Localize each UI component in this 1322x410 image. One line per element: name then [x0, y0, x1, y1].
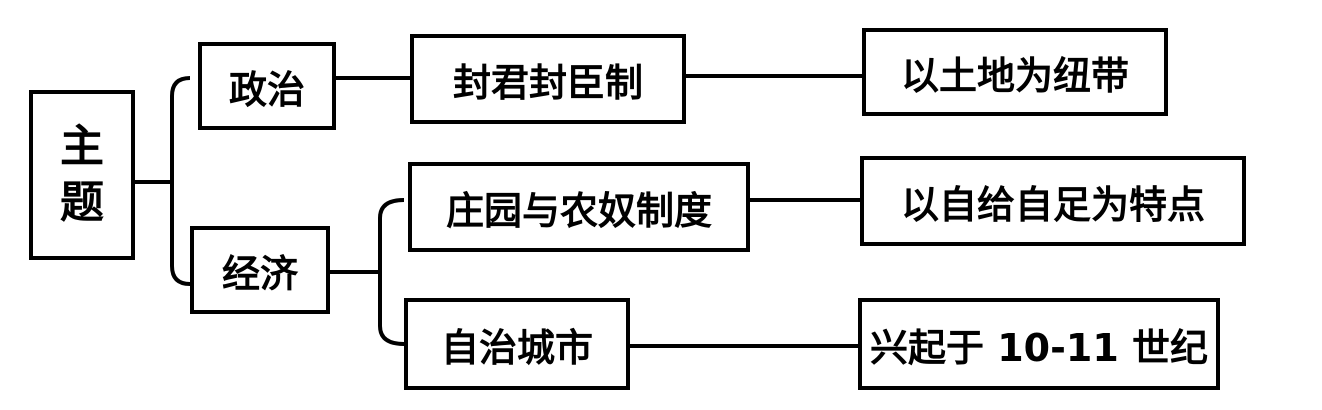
node-autonomous-city-label: 自治城市	[440, 325, 593, 370]
root-node: 主题	[29, 90, 135, 260]
branch-economy-label: 经济	[221, 251, 298, 296]
node-autonomous-city: 自治城市	[404, 298, 630, 390]
branch-politics: 政治	[198, 42, 336, 130]
node-manor-serfdom-label: 庄园与农奴制度	[445, 188, 712, 233]
node-feudal-system-label: 封君封臣制	[452, 60, 643, 105]
branch-economy: 经济	[190, 226, 330, 314]
node-feudal-system: 封君封臣制	[410, 34, 686, 124]
detail-land-bond: 以土地为纽带	[862, 28, 1168, 116]
root-label: 主题	[60, 121, 104, 228]
node-manor-serfdom: 庄园与农奴制度	[408, 162, 750, 252]
detail-rise-century-label: 兴起于 10-11 世纪	[870, 325, 1208, 370]
bracket-economy	[378, 198, 405, 346]
branch-politics-label: 政治	[228, 67, 305, 112]
bracket-root	[170, 76, 191, 286]
detail-land-bond-label: 以土地为纽带	[900, 53, 1129, 98]
detail-self-sufficient: 以自给自足为特点	[860, 156, 1246, 246]
detail-self-sufficient-label: 以自给自足为特点	[900, 182, 1205, 227]
detail-rise-century: 兴起于 10-11 世纪	[858, 298, 1220, 390]
